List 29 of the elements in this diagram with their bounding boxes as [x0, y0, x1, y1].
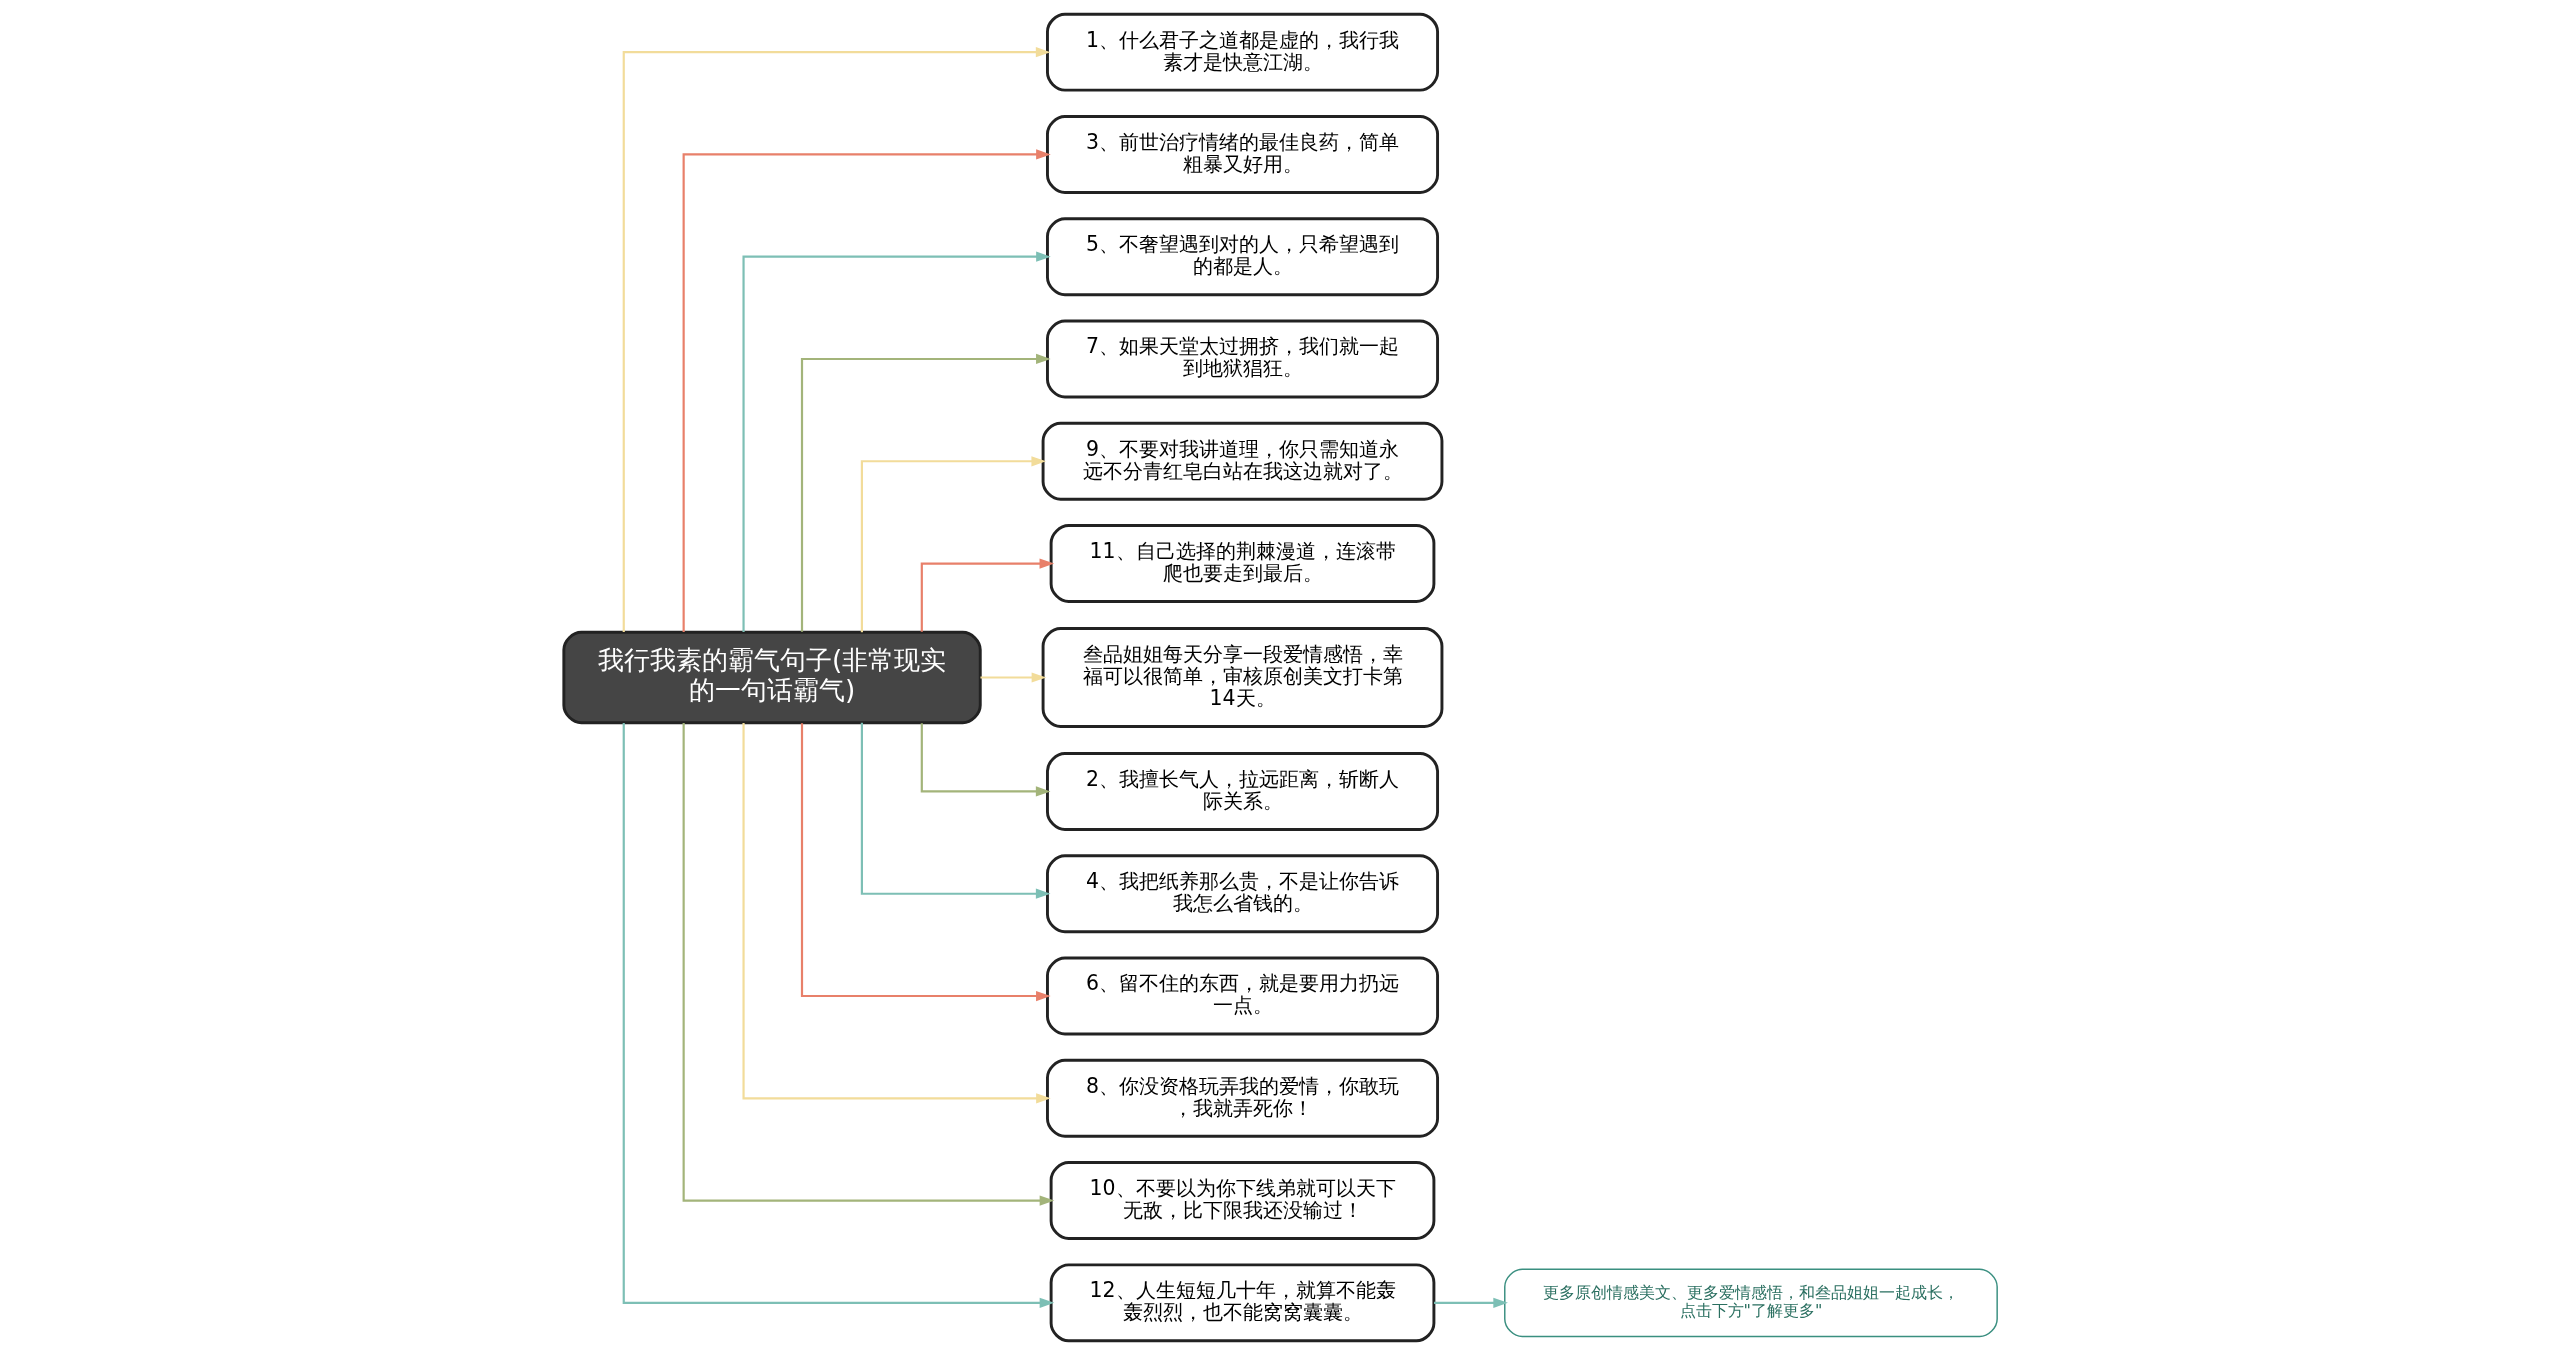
node-box: 3、前世治疗情绪的最佳良药，简单粗暴又好用。: [1045, 115, 1439, 194]
arrow: [622, 47, 1050, 632]
arrow: [682, 149, 1051, 632]
arrow: [741, 722, 1051, 1104]
node-box: 6、留不住的东西，就是要用力扔远一点。: [1045, 956, 1439, 1036]
arrow: [800, 723, 1051, 1002]
node-box: 1、什么君子之道都是虚的，我行我素才是快意江湖。: [1045, 12, 1439, 92]
arrow: [920, 558, 1054, 632]
arrow: [860, 456, 1046, 633]
node-box: 9、不要对我讲道理，你只需知道永远不分青红皂白站在我这边就对了。: [1041, 421, 1443, 501]
node-box: 5、不奢望遇到对的人，只希望遇到的都是人。: [1045, 217, 1439, 297]
arrow: [741, 251, 1051, 633]
node-box: 更多原创情感美文、更多爱情感悟，和叁品姐姐一起成长，点击下方"了解更多": [1503, 1268, 1998, 1338]
node-box: 11、自己选择的荆棘漫道，连滚带爬也要走到最后。: [1049, 524, 1435, 603]
node-box: 叁品姐姐每天分享一段爱情感悟，幸福可以很简单，审核原创美文打卡第14天。: [1041, 627, 1443, 728]
arrow: [1433, 1297, 1508, 1308]
node-box: 12、人生短短几十年，就算不能轰轰烈烈，也不能窝窝囊囊。: [1049, 1263, 1435, 1343]
arrow: [800, 353, 1051, 632]
node-box: 我行我素的霸气句子(非常现实的一句话霸气): [561, 630, 982, 725]
node-box: 4、我把纸养那么贵，不是让你告诉我怎么省钱的。: [1045, 854, 1439, 934]
node-box: 2、我擅长气人，拉远距离，斩断人际关系。: [1045, 752, 1439, 831]
arrow: [979, 672, 1046, 683]
arrow: [622, 723, 1054, 1308]
node-box: 10、不要以为你下线弟就可以天下无敌，比下限我还没输过！: [1049, 1161, 1435, 1240]
node-box: 8、你没资格玩弄我的爱情，你敢玩，我就弄死你！: [1045, 1058, 1439, 1138]
node-box: 7、如果天堂太过拥挤，我们就一起到地狱猖狂。: [1045, 319, 1439, 399]
arrow: [682, 723, 1054, 1206]
arrow: [860, 722, 1050, 899]
arrow: [920, 723, 1050, 797]
